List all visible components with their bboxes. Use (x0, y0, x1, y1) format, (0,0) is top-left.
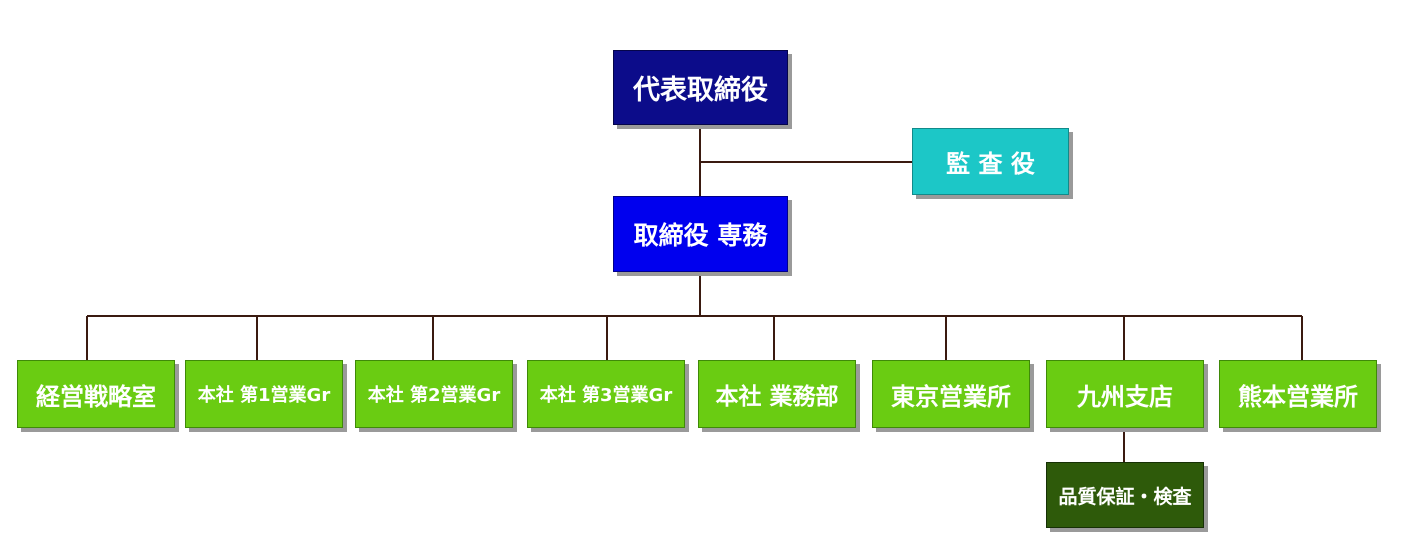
department-box-strategy: 経営戦略室 (17, 360, 175, 428)
auditor-label: 監 査 役 (946, 150, 1035, 178)
sub-unit-label: 品質保証・検査 (1058, 485, 1192, 508)
department-label: 本社 第1営業Gr (197, 385, 331, 406)
department-box-tokyo: 東京営業所 (872, 360, 1030, 428)
department-label: 九州支店 (1077, 382, 1173, 411)
managing-director-label: 取締役 専務 (633, 221, 768, 250)
department-label: 熊本営業所 (1238, 382, 1358, 411)
department-box-sales-2: 本社 第2営業Gr (355, 360, 513, 428)
department-box-kumamoto: 熊本営業所 (1219, 360, 1377, 428)
department-label: 本社 業務部 (715, 384, 839, 410)
department-label: 経営戦略室 (36, 382, 156, 411)
department-box-sales-1: 本社 第1営業Gr (185, 360, 343, 428)
department-label: 本社 第3営業Gr (539, 385, 673, 406)
department-box-operations: 本社 業務部 (698, 360, 856, 428)
managing-director-box: 取締役 専務 (613, 196, 788, 272)
sub-unit-box-quality: 品質保証・検査 (1046, 462, 1204, 528)
department-label: 本社 第2営業Gr (367, 385, 501, 406)
department-label: 東京営業所 (891, 382, 1011, 411)
auditor-box: 監 査 役 (912, 128, 1069, 195)
ceo-box: 代表取締役 (613, 50, 788, 125)
ceo-label: 代表取締役 (633, 75, 768, 106)
department-box-sales-3: 本社 第3営業Gr (527, 360, 685, 428)
department-box-kyushu: 九州支店 (1046, 360, 1204, 428)
